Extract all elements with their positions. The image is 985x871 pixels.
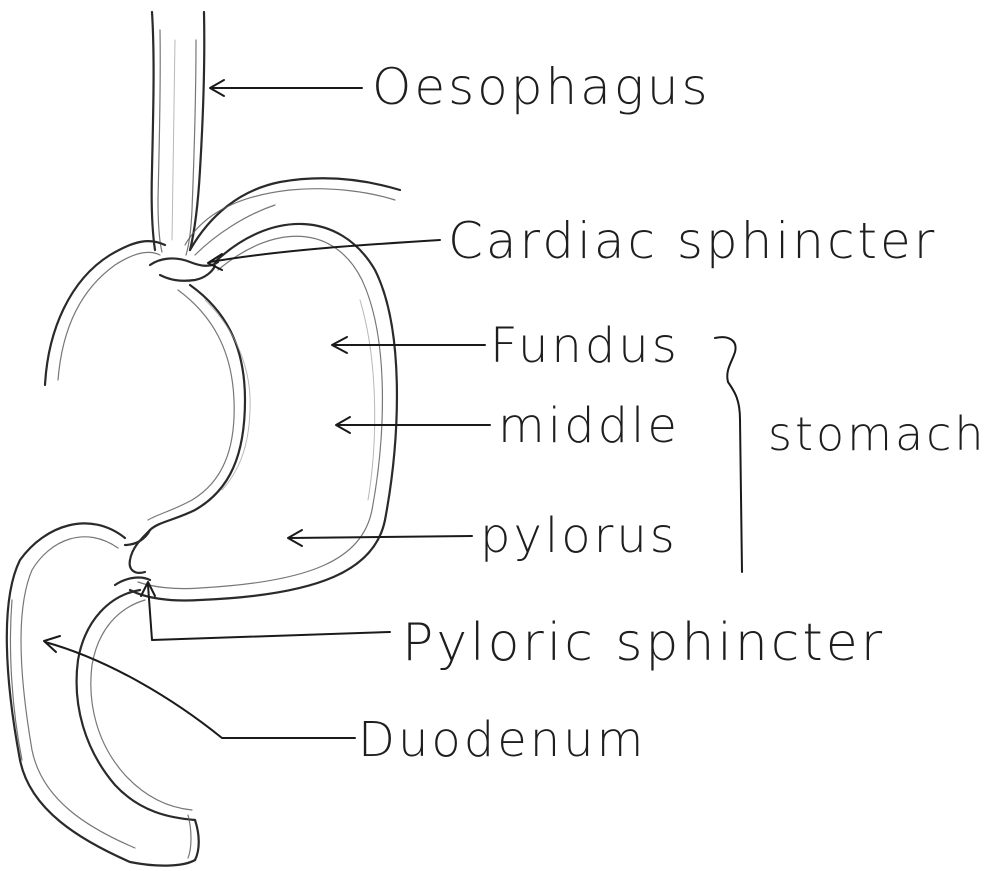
oesophagus-drawing xyxy=(152,12,205,255)
label-oesophagus: Oesophagus xyxy=(372,58,711,116)
label-middle: middle xyxy=(498,398,680,454)
labels: Oesophagus Cardiac sphincter Fundus midd… xyxy=(358,58,985,768)
label-stomach: stomach xyxy=(768,407,985,461)
label-pylorus: pylorus xyxy=(480,508,678,564)
label-fundus: Fundus xyxy=(490,318,680,374)
label-cardiac-sphincter: Cardiac sphincter xyxy=(448,212,937,270)
duodenum-drawing xyxy=(7,523,199,865)
label-pyloric-sphincter: Pyloric sphincter xyxy=(402,613,885,673)
label-duodenum: Duodenum xyxy=(358,712,646,768)
